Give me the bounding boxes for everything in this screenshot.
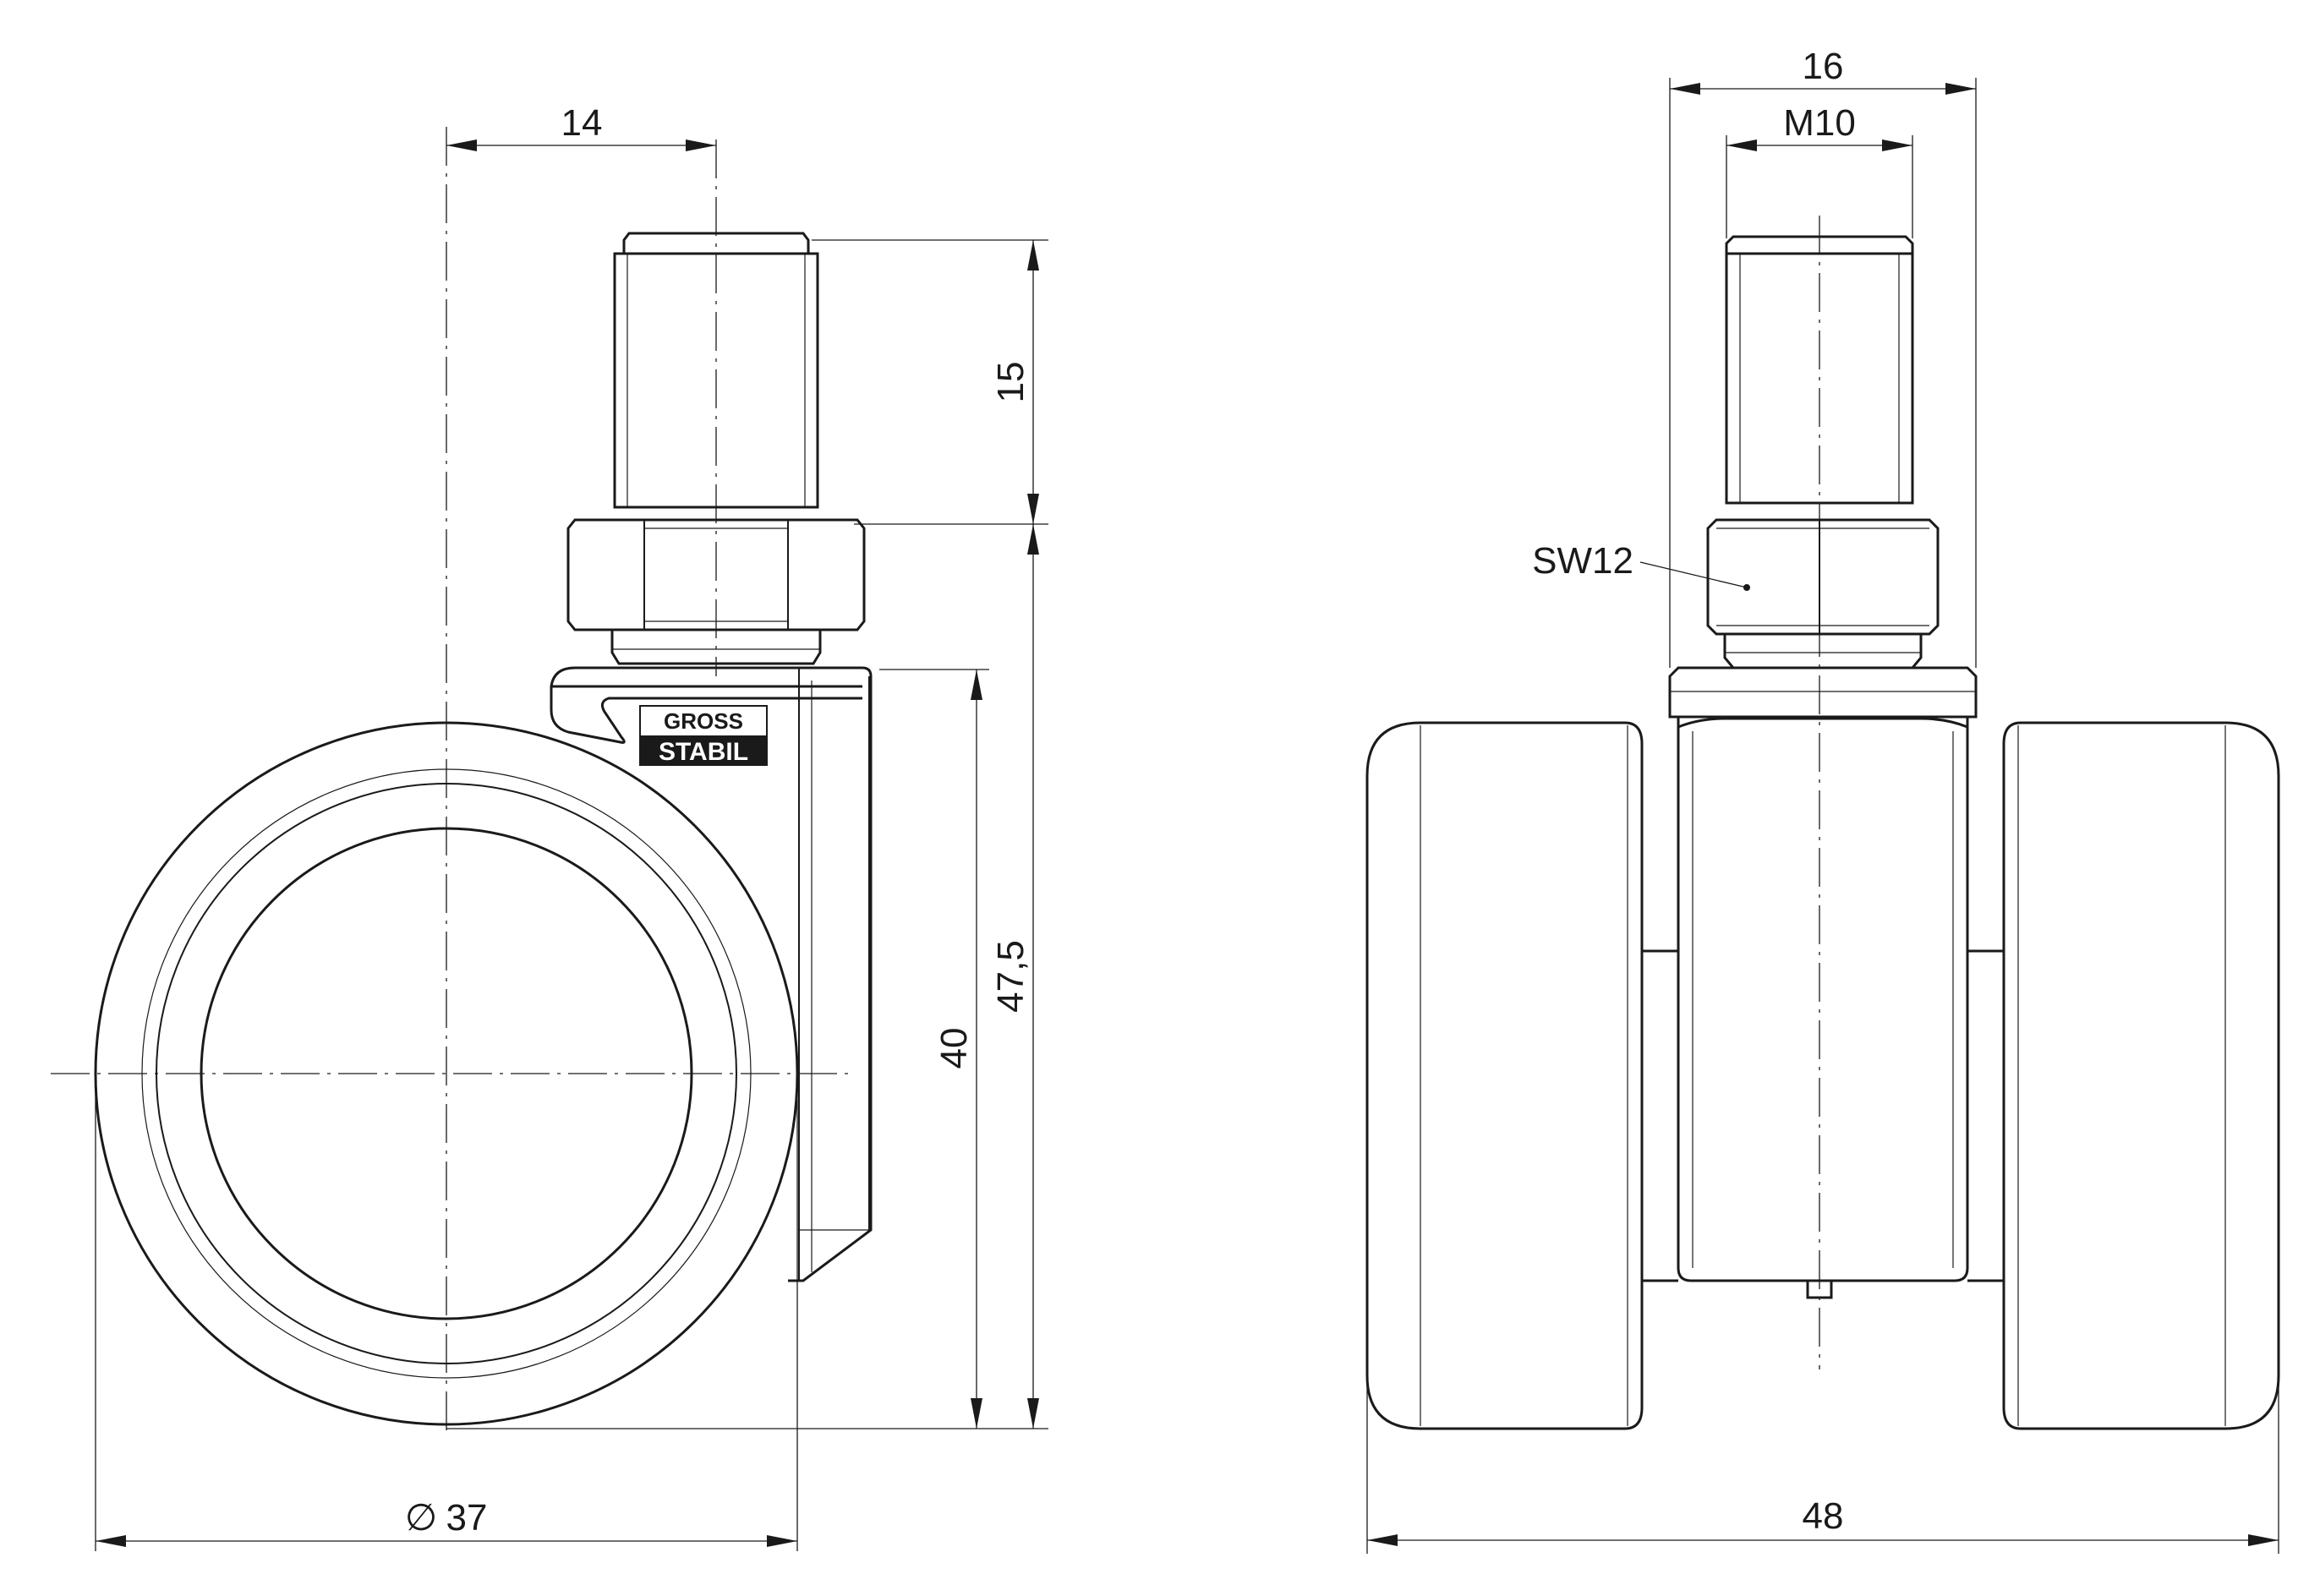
front-hex-nut xyxy=(1706,518,1940,670)
front-wheel-left xyxy=(1365,721,1644,1430)
wrench-size-label: SW12 xyxy=(1532,540,1633,582)
dim-wheel-height-label: 40 xyxy=(933,1028,975,1069)
dim-total-height: 47,5 xyxy=(446,524,1048,1429)
dim-stem-width: 14 xyxy=(446,102,716,151)
wrench-size-callout: SW12 xyxy=(1532,540,1750,591)
front-view: 16 M10 SW12 48 xyxy=(1365,46,2280,1554)
front-axle xyxy=(1642,949,2004,1282)
side-housing xyxy=(550,666,873,1282)
logo-top-text: GROSS xyxy=(664,708,743,734)
dim-thread-label: M10 xyxy=(1783,102,1856,144)
dim-wheel-height: 40 xyxy=(879,669,989,1429)
dim-wheel-diameter: ∅ 37 xyxy=(95,1090,798,1551)
dim-thread: M10 xyxy=(1726,102,1913,238)
dim-total-height-label: 47,5 xyxy=(990,940,1031,1013)
logo-bottom-text: STABIL xyxy=(659,738,748,766)
gross-stabil-logo: GROSS STABIL xyxy=(639,705,768,766)
dim-nut-width-label: 16 xyxy=(1803,46,1844,87)
dim-nut-width: 16 xyxy=(1669,46,1977,668)
dim-stem-length: 15 xyxy=(812,239,1048,525)
dim-overall-width-label: 48 xyxy=(1803,1495,1844,1537)
diameter-symbol: ∅ xyxy=(405,1497,437,1539)
dim-stem-width-label: 14 xyxy=(561,102,603,144)
front-housing xyxy=(1668,666,1978,1299)
side-view: GROSS STABIL 14 xyxy=(51,102,1048,1551)
dim-overall-width: 48 xyxy=(1366,1361,2279,1554)
dim-wheel-diameter-label: 37 xyxy=(446,1497,488,1539)
side-center-lines xyxy=(51,127,854,1437)
front-wheel-right xyxy=(2002,721,2280,1430)
dim-stem-length-label: 15 xyxy=(990,362,1031,403)
